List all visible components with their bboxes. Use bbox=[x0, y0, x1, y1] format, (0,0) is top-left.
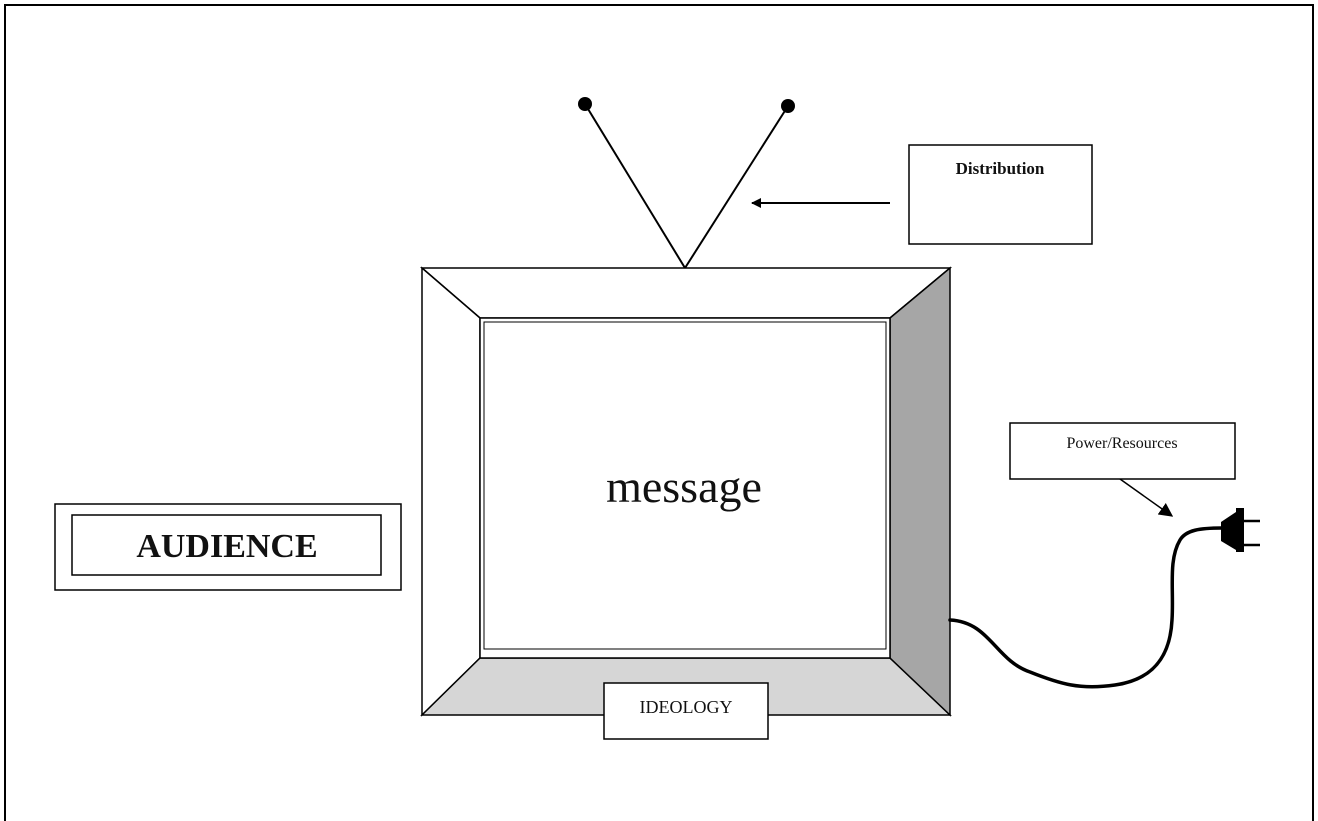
outer-frame bbox=[4, 4, 1314, 821]
ideology-box: IDEOLOGY bbox=[603, 682, 769, 740]
power-cord-icon bbox=[948, 526, 1224, 689]
message-label: message bbox=[606, 461, 762, 512]
distribution-label: Distribution bbox=[956, 159, 1045, 178]
tv-bezel-right bbox=[889, 266, 951, 717]
tv-screen bbox=[479, 317, 891, 659]
tv-set: message bbox=[419, 266, 953, 717]
power-resources-box: Power/Resources bbox=[1009, 422, 1236, 480]
ideology-label: IDEOLOGY bbox=[640, 697, 733, 717]
tv-antenna-icon bbox=[578, 97, 795, 269]
power-arrow bbox=[1119, 478, 1174, 517]
power-plug-icon bbox=[1221, 508, 1260, 552]
distribution-box: Distribution bbox=[908, 144, 1093, 245]
power-resources-label: Power/Resources bbox=[1066, 435, 1177, 452]
antenna-tip-left bbox=[578, 97, 592, 111]
tv-bezel-top bbox=[419, 267, 953, 319]
audience-label: AUDIENCE bbox=[136, 528, 317, 565]
antenna-tip-right bbox=[781, 99, 795, 113]
tv-bezel-left bbox=[421, 266, 481, 717]
audience-box: AUDIENCE bbox=[54, 503, 402, 591]
tv-screen-inner bbox=[483, 321, 887, 650]
